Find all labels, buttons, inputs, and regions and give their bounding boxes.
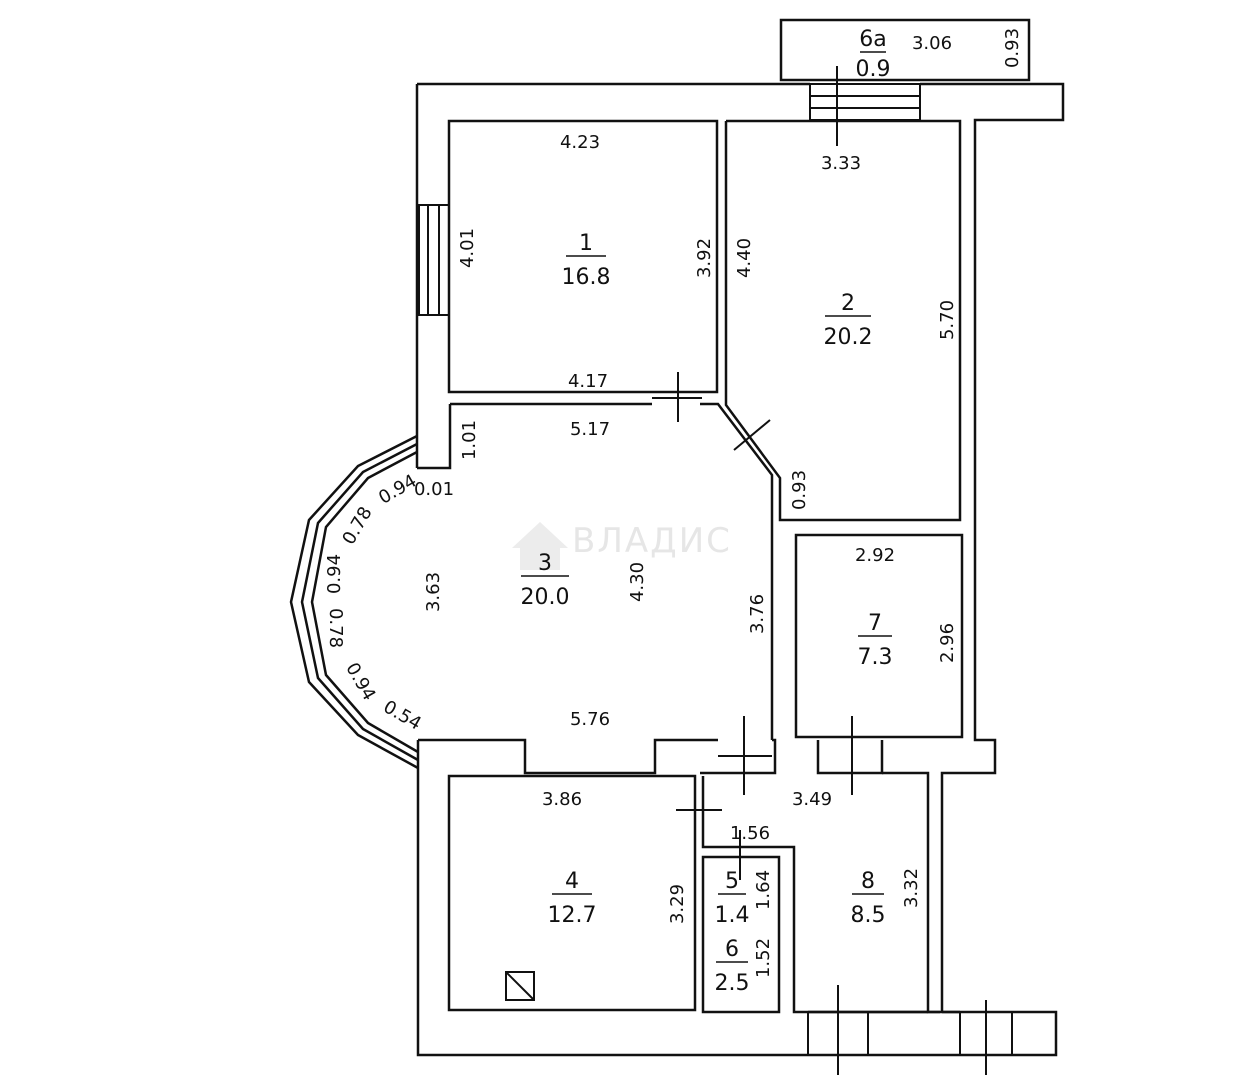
dimension-label: 4.30: [627, 562, 648, 602]
room-label-r4: 412.7: [548, 869, 597, 928]
dimension-label: 3.33: [821, 153, 861, 174]
dimension-label: 0.01: [414, 479, 454, 500]
dimension-label: 3.49: [792, 789, 832, 810]
room-area: 20.2: [824, 325, 873, 350]
room-number: 3: [538, 551, 552, 576]
room-area: 1.4: [715, 903, 750, 928]
room-number: 7: [868, 611, 882, 636]
room-number: 6: [725, 937, 739, 962]
vent-shaft-icon: [505, 971, 535, 1001]
dimension-label: 0.78: [338, 503, 376, 548]
dimension-label: 5.76: [570, 709, 610, 730]
house-logo-icon: [512, 522, 568, 570]
room-label-r5: 51.4: [715, 869, 750, 928]
walls: [415, 18, 1065, 1057]
room-area: 7.3: [858, 645, 893, 670]
room-number: 5: [725, 869, 739, 894]
watermark-text: ВЛАДИС: [572, 521, 732, 561]
room-area: 16.8: [562, 265, 611, 290]
dimension-label: 4.23: [560, 132, 600, 153]
dimension-label: 2.96: [937, 623, 958, 663]
watermark: ВЛАДИС: [512, 521, 732, 570]
dimension-label: 0.78: [325, 608, 346, 648]
room-number: 2: [841, 291, 855, 316]
dimension-label: 3.06: [912, 33, 952, 54]
dimension-label: 0.54: [380, 696, 425, 734]
dimension-label: 3.63: [423, 572, 444, 612]
room-area: 8.5: [851, 903, 886, 928]
room-label-r6a: 6а0.9: [856, 27, 891, 82]
room-label-r7: 77.3: [858, 611, 893, 670]
dimension-label: 0.94: [324, 554, 345, 594]
room-labels: 6а0.9116.8220.2320.077.3412.751.462.588.…: [521, 27, 893, 996]
room-area: 0.9: [856, 57, 891, 82]
dimension-label: 0.93: [789, 470, 810, 510]
dimension-label: 3.32: [901, 868, 922, 908]
room-outlines: [418, 119, 964, 1014]
bay-window: [289, 434, 419, 770]
dimension-label: 5.17: [570, 419, 610, 440]
dimension-label: 1.64: [753, 870, 774, 910]
dimension-label: 1.56: [730, 823, 770, 844]
room-number: 8: [861, 869, 875, 894]
dimension-label: 2.92: [855, 545, 895, 566]
dimension-label: 5.70: [937, 300, 958, 340]
room-label-r3: 320.0: [521, 551, 570, 610]
dimension-label: 4.17: [568, 371, 608, 392]
dimension-label: 0.93: [1002, 28, 1023, 68]
dimension-label: 1.52: [753, 938, 774, 978]
dimension-label: 4.40: [734, 238, 755, 278]
dimension-label: 3.76: [747, 594, 768, 634]
room-number: 1: [579, 231, 593, 256]
room-area: 20.0: [521, 585, 570, 610]
room-label-r2: 220.2: [824, 291, 873, 350]
dimension-label: 3.92: [694, 238, 715, 278]
dimension-label: 4.01: [457, 228, 478, 268]
room-area: 2.5: [715, 971, 750, 996]
room-number: 6а: [859, 27, 886, 52]
room-area: 12.7: [548, 903, 597, 928]
room-label-r6: 62.5: [715, 937, 750, 996]
dimension-label: 3.86: [542, 789, 582, 810]
room-label-r8: 88.5: [851, 869, 886, 928]
door-marks: [652, 66, 987, 1075]
dimension-label: 1.01: [459, 420, 480, 460]
room-number: 4: [565, 869, 579, 894]
dimension-label: 3.29: [667, 884, 688, 924]
room-label-r1: 116.8: [562, 231, 611, 290]
